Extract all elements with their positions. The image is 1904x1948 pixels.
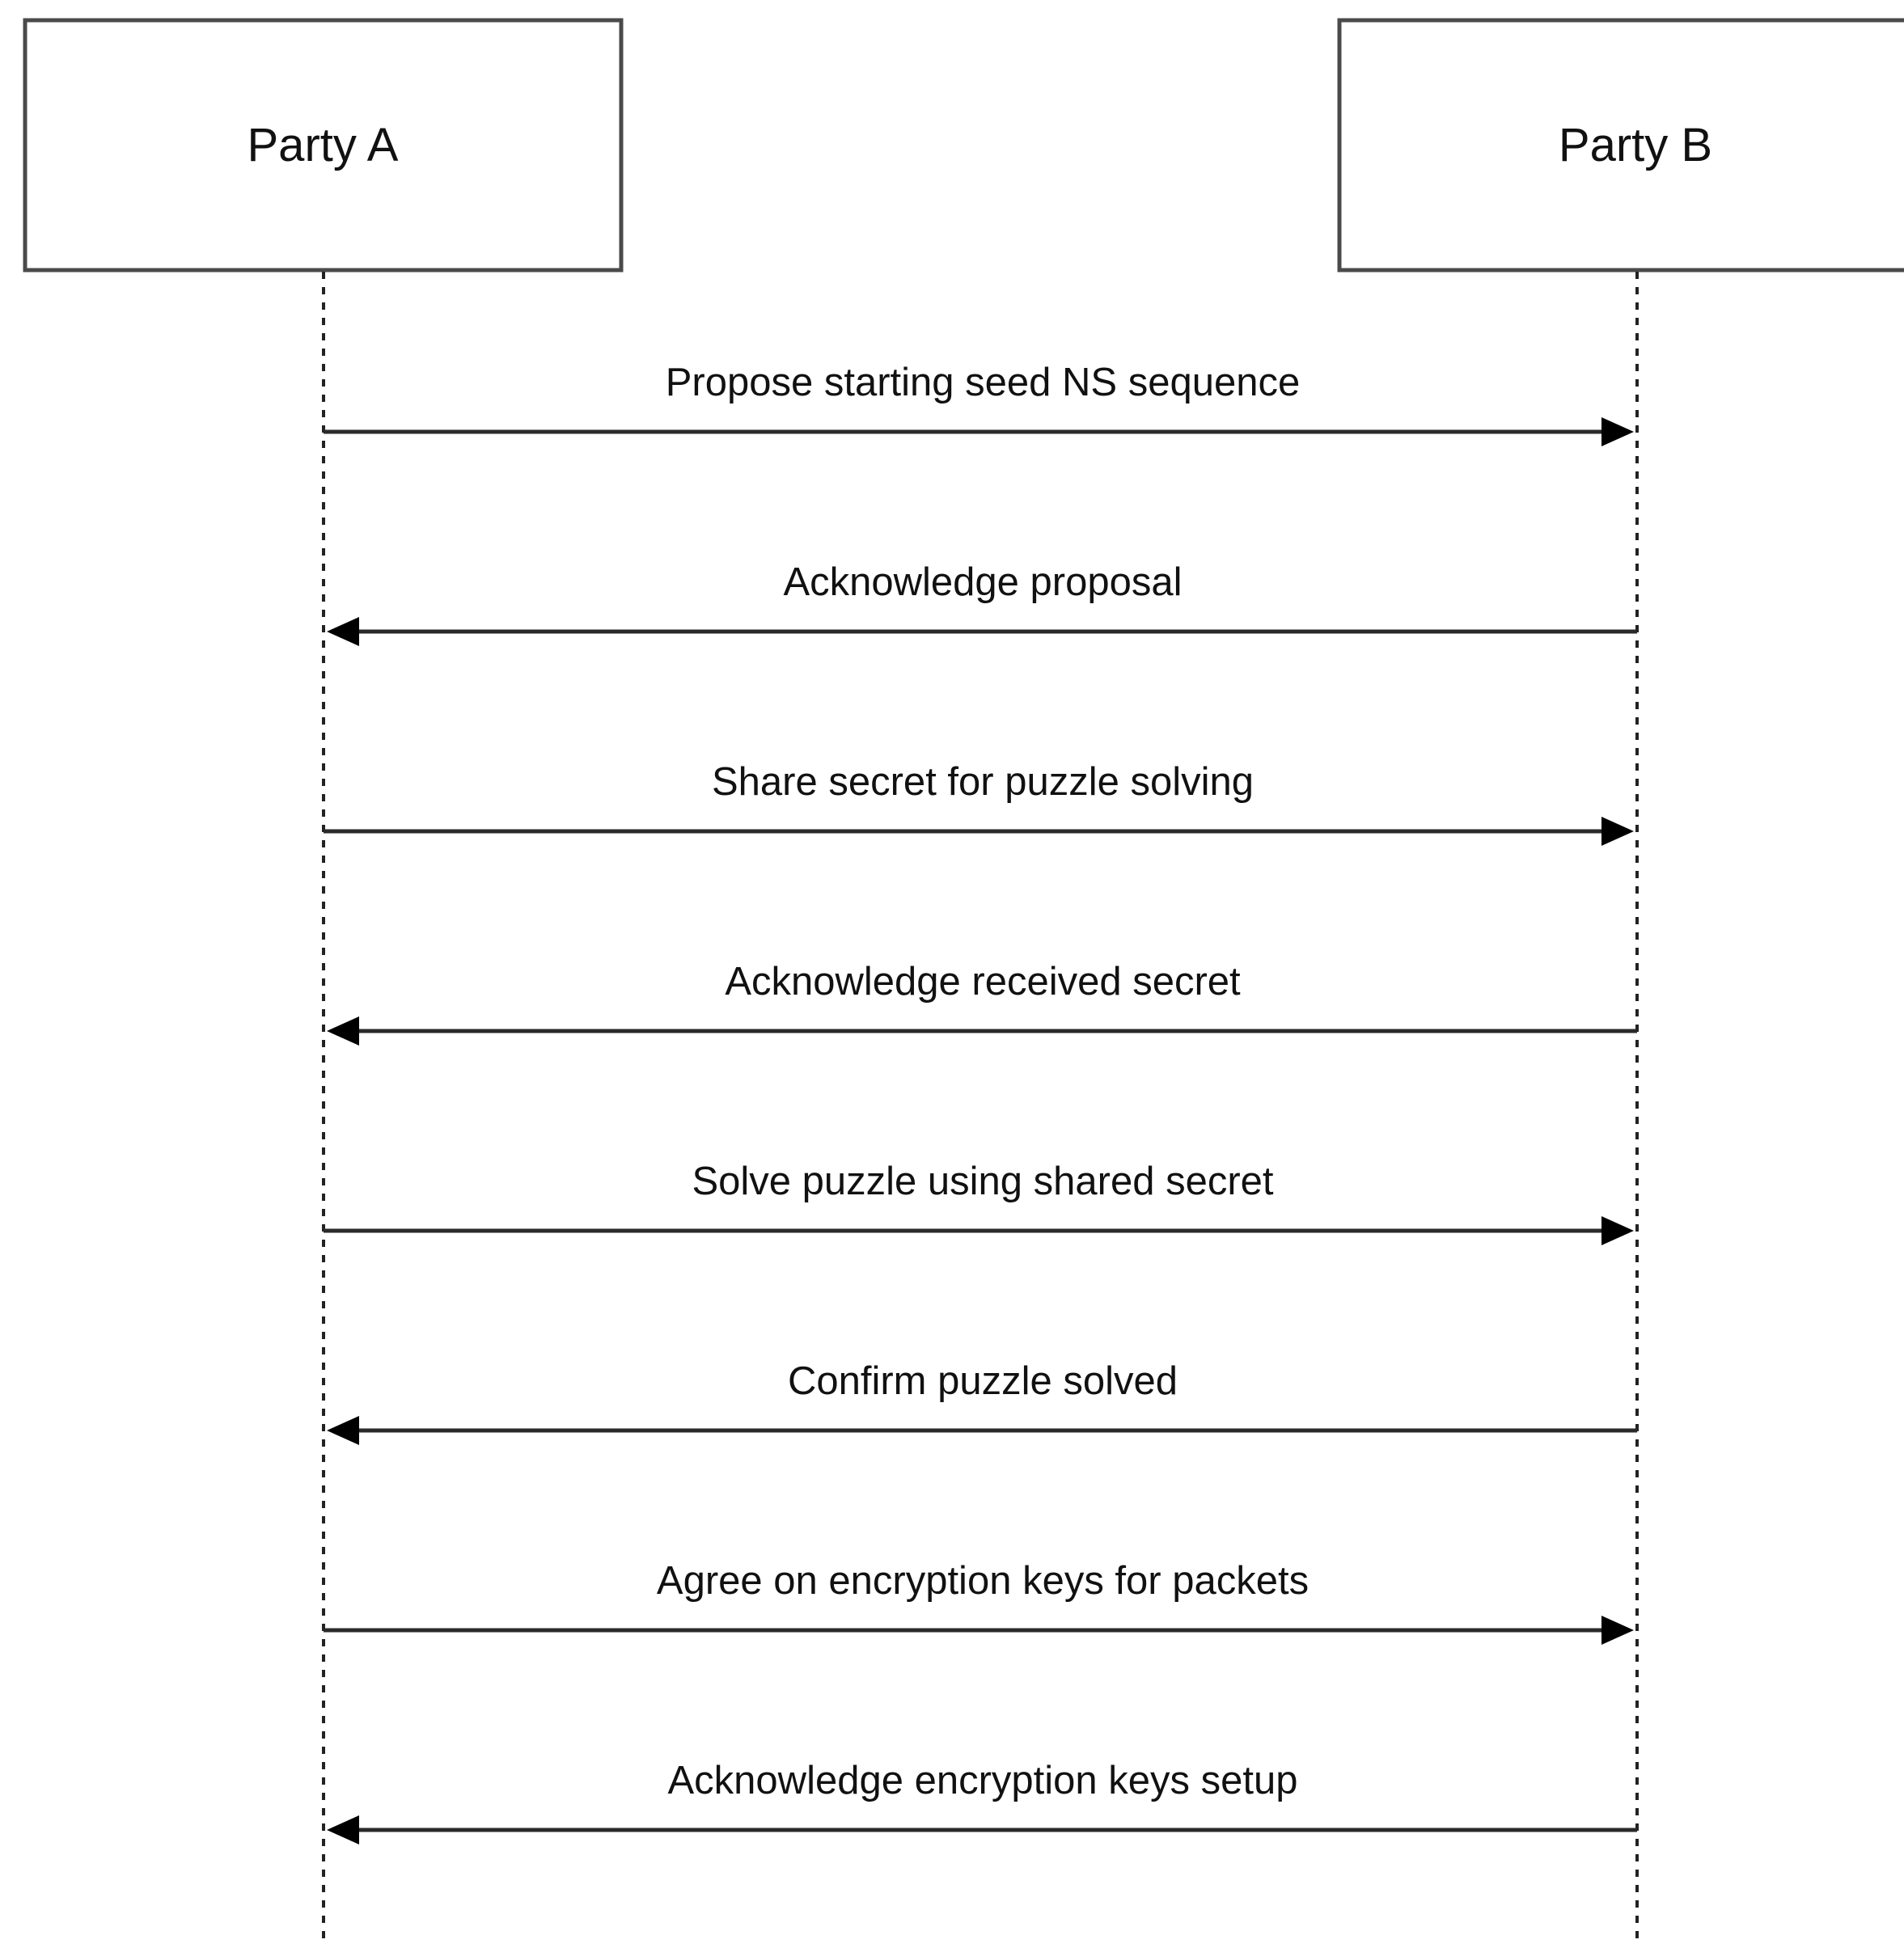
message-0: Propose starting seed NS sequence [324, 361, 1634, 446]
message-6: Agree on encryption keys for packets [324, 1559, 1634, 1645]
arrowhead-icon [327, 1416, 359, 1445]
arrowhead-icon [1601, 817, 1634, 846]
participant-party-b: Party B [1337, 18, 1904, 273]
arrowhead-icon [1601, 417, 1634, 446]
message-7: Acknowledge encryption keys setup [327, 1759, 1637, 1844]
message-3: Acknowledge received secret [327, 960, 1637, 1046]
message-label: Confirm puzzle solved [788, 1359, 1178, 1403]
message-5: Confirm puzzle solved [327, 1359, 1637, 1445]
participant-party-a: Party A [23, 18, 624, 273]
message-label: Acknowledge proposal [783, 560, 1182, 604]
arrowhead-icon [1601, 1616, 1634, 1645]
message-4: Solve puzzle using shared secret [324, 1160, 1634, 1245]
message-2: Share secret for puzzle solving [324, 760, 1634, 846]
message-label: Acknowledge received secret [725, 960, 1241, 1004]
participant-label-party-a: Party A [248, 119, 399, 171]
participant-box-party-a [23, 18, 624, 273]
message-label: Solve puzzle using shared secret [692, 1160, 1273, 1203]
message-label: Acknowledge encryption keys setup [668, 1759, 1298, 1802]
participant-box-party-b [1337, 18, 1904, 273]
message-label: Agree on encryption keys for packets [657, 1559, 1309, 1603]
arrowhead-icon [327, 617, 359, 646]
arrowhead-icon [327, 1016, 359, 1046]
message-label: Share secret for puzzle solving [712, 760, 1254, 804]
message-list: Propose starting seed NS sequence Acknow… [324, 361, 1637, 1844]
participant-label-party-b: Party B [1559, 119, 1712, 171]
message-1: Acknowledge proposal [327, 560, 1637, 646]
arrowhead-icon [327, 1815, 359, 1844]
message-label: Propose starting seed NS sequence [666, 361, 1300, 404]
arrowhead-icon [1601, 1216, 1634, 1245]
